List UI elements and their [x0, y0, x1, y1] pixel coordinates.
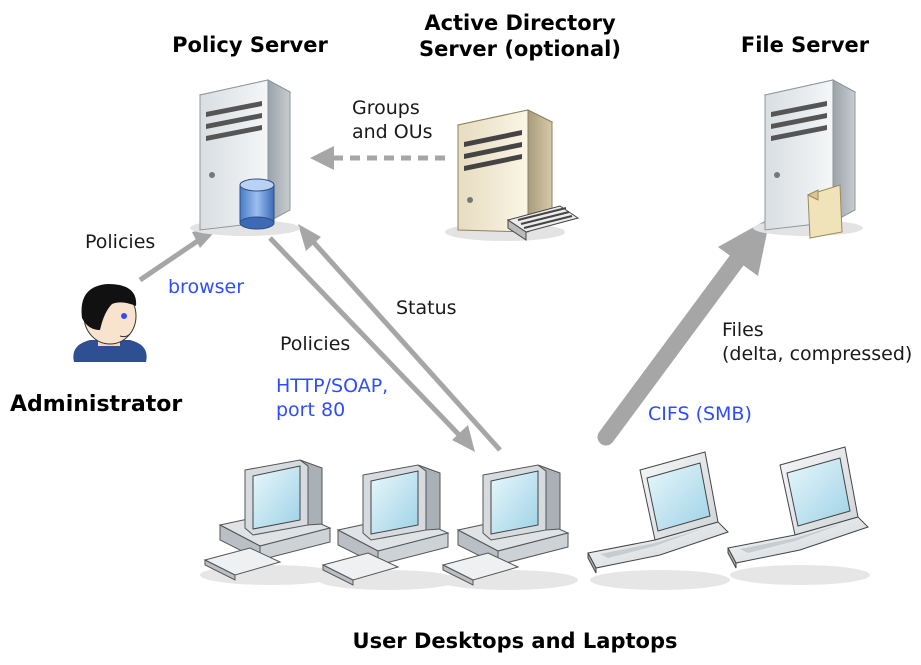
files-arrow [597, 218, 770, 446]
policy-server-title: Policy Server [172, 33, 328, 57]
file-icon [806, 184, 843, 239]
groups-label-line2: and OUs [352, 121, 433, 143]
user-machines-title: User Desktops and Laptops [352, 629, 678, 653]
client-policies-label: Policies [280, 333, 351, 355]
desktop-icon [318, 464, 458, 590]
laptop-icon [727, 446, 870, 585]
file-server-title: File Server [740, 33, 870, 57]
file-server-icon [753, 79, 863, 239]
status-label: Status [396, 297, 457, 319]
ad-server-title: Active Directory Server (optional) [405, 10, 635, 62]
browser-label: browser [168, 276, 245, 298]
groups-label: Groups and OUs [352, 96, 433, 144]
groups-arrow [310, 146, 445, 170]
files-label: Files (delta, compressed) [722, 318, 912, 366]
protocol-label: HTTP/SOAP, port 80 [276, 374, 388, 422]
laptop-icon [587, 451, 730, 590]
administrator-label: Administrator [10, 392, 183, 417]
ad-server-title-line2: Server (optional) [419, 37, 621, 61]
cifs-label: CIFS (SMB) [648, 403, 752, 425]
desktop-icon [200, 459, 340, 585]
ad-server-icon [445, 109, 580, 241]
groups-label-line1: Groups [352, 97, 420, 119]
policies-down-arrow [268, 236, 475, 452]
administrator-icon [73, 284, 147, 362]
desktop-icon [438, 464, 578, 590]
ad-server-title-line1: Active Directory [424, 11, 616, 35]
admin-policies-label: Policies [85, 231, 156, 253]
protocol-label-line1: HTTP/SOAP, [276, 375, 389, 397]
database-icon [239, 178, 275, 230]
policy-server-icon [190, 79, 300, 236]
files-label-line2: (delta, compressed) [722, 343, 913, 365]
card-tray-icon [506, 205, 580, 241]
status-arrow [298, 224, 502, 452]
files-label-line1: Files [722, 319, 764, 341]
protocol-label-line2: port 80 [276, 399, 346, 421]
